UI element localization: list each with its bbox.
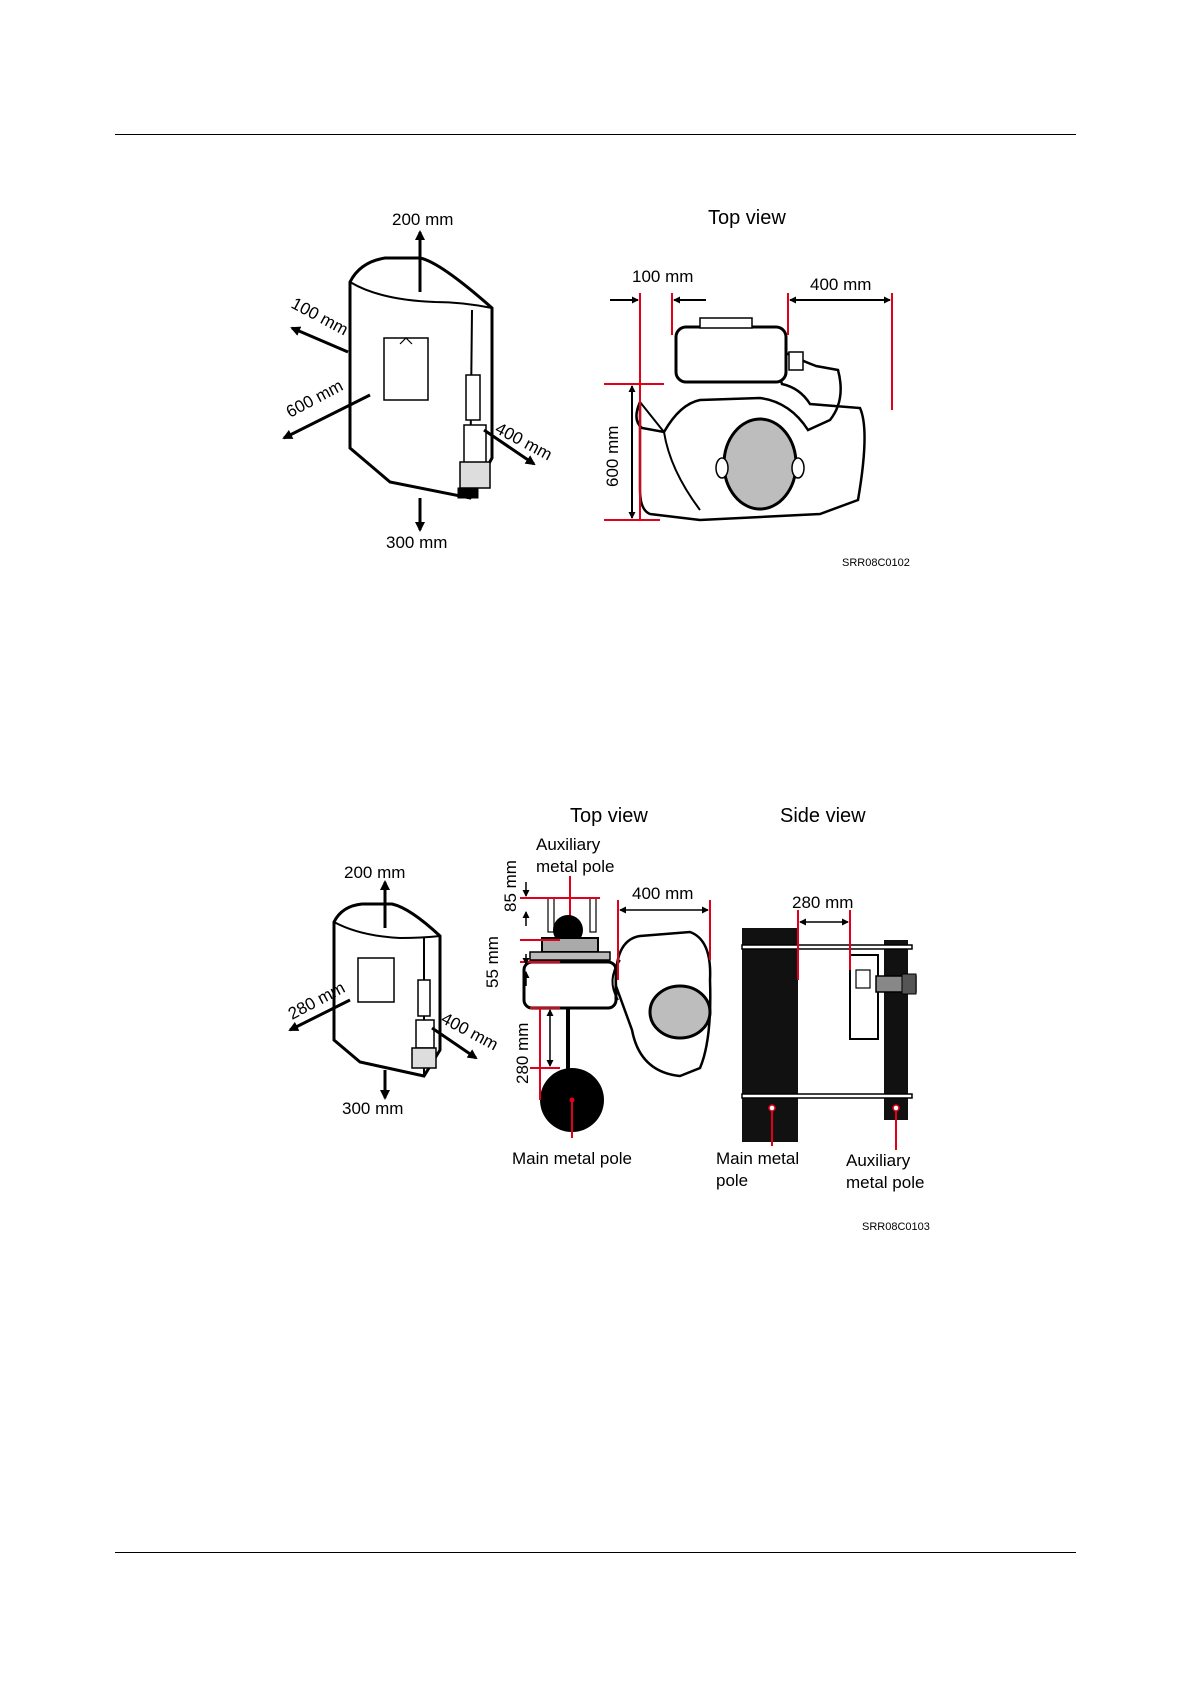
aux-pole-label-line1: Auxiliary — [536, 835, 601, 854]
side-aux-pole-line2: metal pole — [846, 1173, 924, 1192]
side-device — [850, 955, 878, 1039]
dim-85-label: 85 mm — [501, 860, 520, 912]
topview-left-label: 100 mm — [632, 267, 693, 286]
side-view-assembly — [742, 928, 916, 1142]
cabinet-illustration-1 — [350, 258, 492, 498]
figure-2: 200 mm 280 mm 400 mm 300 mm Top view Aux… — [285, 805, 930, 1233]
side-dim-280-label: 280 mm — [792, 893, 853, 912]
clearance-top-label: 200 mm — [392, 210, 453, 229]
top-view-assembly-2 — [524, 898, 616, 1132]
figure-1: 200 mm 100 mm 600 mm 400 mm 300 mm Top v… — [283, 207, 910, 569]
topview-front-label: 600 mm — [603, 426, 622, 487]
top-view-title-1: Top view — [708, 207, 786, 229]
aux-pole-label-line2: metal pole — [536, 857, 614, 876]
side-aux-pole-line1: Auxiliary — [846, 1151, 911, 1170]
main-pole-dot — [570, 1098, 575, 1103]
figure-id-1: SRR08C0102 — [842, 557, 910, 569]
clearance-right-label-2: 400 mm — [438, 1009, 501, 1055]
clearance-front-label: 600 mm — [283, 376, 346, 422]
top-view-person-1 — [636, 318, 864, 520]
cabinet-illustration-2 — [334, 904, 440, 1076]
side-main-pole-line2: pole — [716, 1171, 748, 1190]
clearance-bottom-label-2: 300 mm — [342, 1099, 403, 1118]
dim-400-label: 400 mm — [632, 884, 693, 903]
dim-55-label: 55 mm — [483, 936, 502, 988]
clearance-left-label: 100 mm — [288, 294, 351, 340]
top-view-title-2: Top view — [570, 805, 648, 827]
main-pole-label: Main metal pole — [512, 1149, 632, 1168]
topview-right-label: 400 mm — [810, 275, 871, 294]
head-shape — [724, 419, 796, 509]
side-main-dot — [769, 1105, 775, 1111]
side-view-title: Side view — [780, 805, 866, 827]
clearance-top-label-2: 200 mm — [344, 863, 405, 882]
figure-id-2: SRR08C0103 — [862, 1221, 930, 1233]
dim-280-vertical-label: 280 mm — [513, 1023, 532, 1084]
side-aux-dot — [893, 1105, 899, 1111]
clearance-bottom-label: 300 mm — [386, 533, 447, 552]
top-view-person-2 — [612, 932, 710, 1076]
side-main-pole-line1: Main metal — [716, 1149, 799, 1168]
side-aux-pole — [884, 940, 908, 1120]
